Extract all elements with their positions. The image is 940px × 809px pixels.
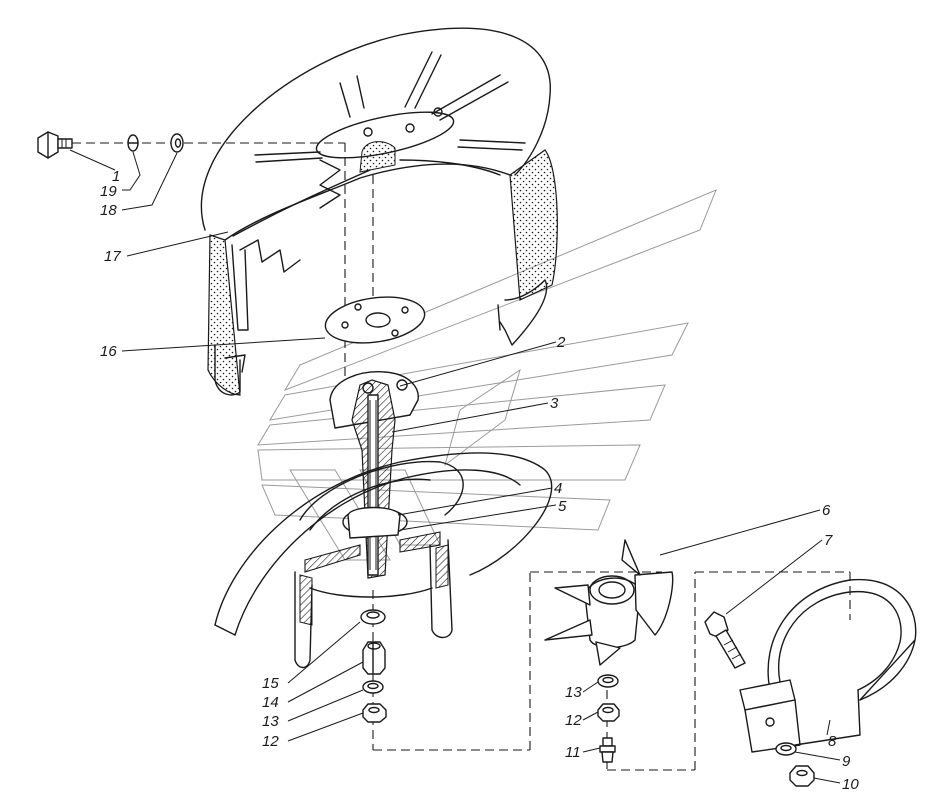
part-1-bolt: [37, 131, 73, 159]
impeller-housing: [214, 452, 553, 669]
label-19: 19: [100, 183, 117, 200]
leader-lines: [69, 149, 841, 784]
label-13-left: 13: [262, 713, 279, 730]
label-18: 18: [100, 202, 117, 219]
part-6-fan: [544, 539, 674, 666]
assembly-dash-lines: [72, 142, 851, 771]
label-16: 16: [100, 343, 117, 360]
part-12-nut-right: [597, 703, 620, 722]
part-15-washer: [360, 609, 386, 625]
part-number-labels: 1 2 3 4 5 6 7 8 9 10 11 12 12 13 13 14 1…: [100, 168, 859, 793]
label-2: 2: [556, 334, 566, 351]
label-13-right: 13: [565, 684, 582, 701]
label-6: 6: [822, 502, 831, 519]
watermark-logo: [257, 189, 717, 561]
label-12-left: 12: [262, 733, 279, 750]
label-9: 9: [842, 753, 851, 770]
label-15: 15: [262, 675, 279, 692]
part-10-nut: [789, 765, 815, 787]
part-13-washer-left: [362, 680, 384, 694]
part-9-washer: [775, 742, 797, 756]
part-17-cover: [200, 27, 558, 396]
label-10: 10: [842, 776, 859, 793]
label-14: 14: [262, 694, 279, 711]
label-7: 7: [824, 532, 833, 549]
label-4: 4: [554, 480, 562, 497]
part-18-washer: [170, 133, 184, 153]
label-8: 8: [828, 733, 837, 750]
part-14-nut: [362, 641, 386, 675]
part-13-washer-right: [597, 674, 619, 688]
label-17: 17: [104, 248, 121, 265]
label-5: 5: [558, 498, 567, 515]
label-1: 1: [112, 168, 120, 185]
label-3: 3: [550, 395, 559, 412]
part-7-bolt: [704, 611, 746, 669]
part-11-fitting: [599, 737, 616, 763]
part-16-plate: [324, 296, 426, 344]
part-19-washer: [127, 134, 139, 152]
part-12-nut-left: [362, 703, 387, 723]
label-12-right: 12: [565, 712, 582, 729]
part-8-clamp: [739, 578, 917, 753]
label-11: 11: [565, 744, 581, 761]
